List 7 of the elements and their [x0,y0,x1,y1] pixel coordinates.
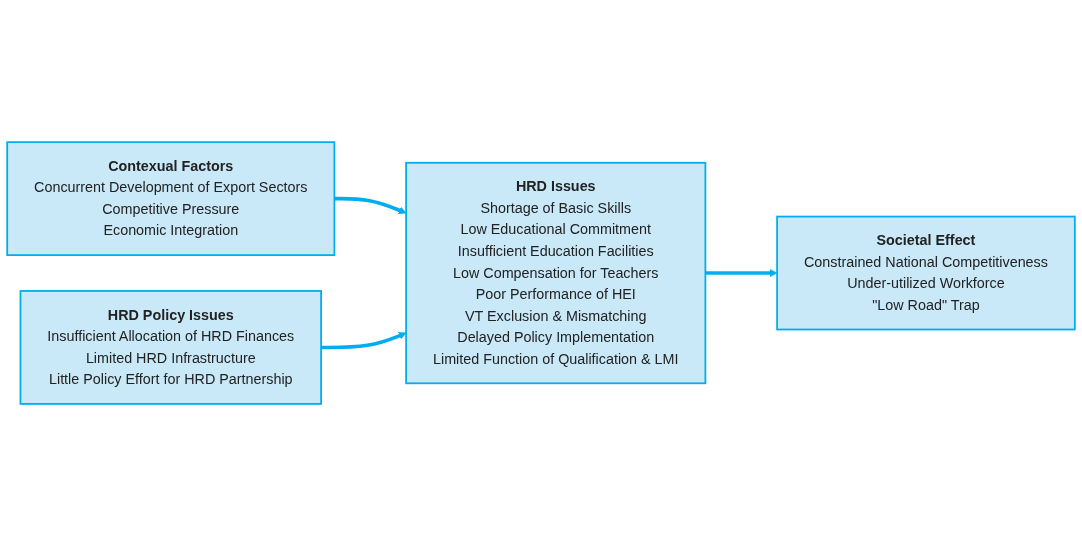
arrow [321,332,407,350]
node-box: HRD Issues Shortage of Basic Skills Low Educational Commitment Insufficient Education Facilities Low Compensation for Teachers Poor Performance of HEI VT Exclusion & Mismatching Delayed Policy Implementation Limited Function of Qualification & LMI [405,161,707,385]
arrow [705,269,778,277]
node-box: Contexual Factors Concurrent Development of Export Sectors Competitive Pressure Economic Integration [6,141,336,256]
node-box: Societal Effect Constrained National Competitiveness Under-utilized Workforce "Low Road" Trap [776,215,1076,331]
arrow [334,196,407,214]
node-box: HRD Policy Issues Insufficient Allocation of HRD Finances Limited HRD Infrastructure Little Policy Effort for HRD Partnership [19,290,322,405]
